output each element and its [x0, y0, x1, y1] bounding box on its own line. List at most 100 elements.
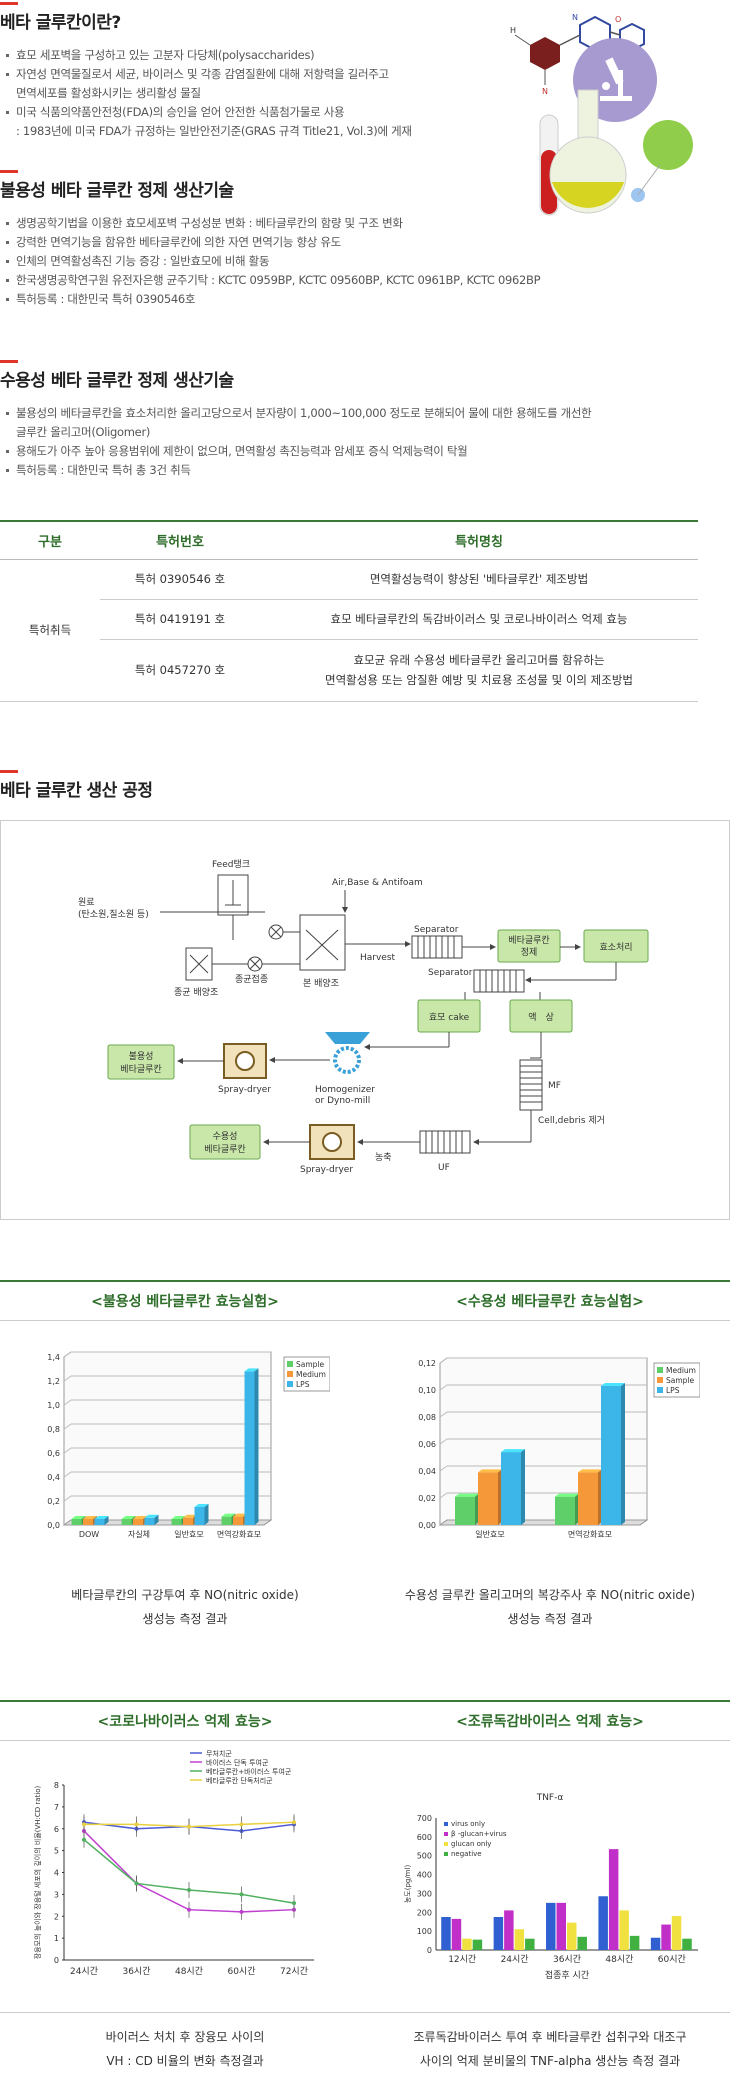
caption-line: 생성능 측정 결과: [507, 1612, 593, 1626]
legend-label: glucan only: [451, 1840, 491, 1848]
bar: [608, 1849, 619, 1950]
bar: [94, 1519, 105, 1525]
label-insoluble: 불용성: [129, 1051, 154, 1062]
y-tick-label: 0,06: [418, 1440, 436, 1449]
bar: [671, 1916, 682, 1950]
x-tick-label: 면역강화효모: [568, 1529, 612, 1539]
bar: [194, 1507, 205, 1525]
patent-number: 특허 0457270 호: [100, 639, 260, 702]
y-tick-label: 0,0: [47, 1521, 60, 1530]
y-tick-label: 0,2: [47, 1497, 60, 1506]
label-air: Air,Base & Antifoam: [332, 878, 423, 888]
legend-label: β -glucan+virus: [451, 1830, 507, 1838]
bar: [133, 1519, 143, 1525]
separator-1: [411, 935, 463, 959]
legend-swatch: [444, 1832, 448, 1836]
grid-line: [439, 1384, 448, 1391]
bullet-item: 강력한 면역기능을 함유한 베타글루칸에 의한 자연 면역기능 향상 유도: [6, 233, 540, 252]
patent-name: 효모 베타글루칸의 독감바이러스 및 코로나바이러스 억제 효능: [260, 599, 698, 640]
y-axis-label: 농도(pg/ml): [404, 1865, 412, 1904]
y-tick-label: 4: [54, 1869, 59, 1878]
bar-top: [501, 1449, 525, 1453]
data-point: [187, 1824, 191, 1829]
bar-top: [601, 1382, 625, 1386]
grid-line: [63, 1423, 72, 1430]
y-tick-label: 0,6: [47, 1449, 60, 1458]
y-tick-label: 0,04: [418, 1467, 436, 1476]
x-tick-label: 24시간: [501, 1954, 529, 1965]
box-insoluble: [107, 1044, 175, 1080]
y-tick-label: 1,4: [47, 1353, 60, 1362]
panel-title-insoluble: <불용성 베타글루칸 효능실험>: [91, 1294, 279, 1310]
bar-top: [83, 1516, 97, 1519]
bar-top: [478, 1469, 502, 1473]
col-header: 구분: [0, 520, 100, 560]
patent-name-line: 면역활성능력이 향상된 '베타글루칸' 제조방법: [369, 572, 589, 586]
group-cell: 특허취득: [0, 559, 100, 702]
caption-insoluble: 베타글루칸의 구강투여 후 NO(nitric oxide) 생성능 측정 결과: [20, 1583, 350, 1631]
box-beta-glucan-refine: [497, 929, 561, 963]
bar: [83, 1519, 93, 1525]
bullet-list-insoluble: 생명공학기법을 이용한 효모세포벽 구성성분 변화 : 베타글루칸의 함량 및 …: [6, 214, 541, 309]
y-tick-label: 0,4: [47, 1473, 60, 1482]
bullet-item: 효모 세포벽을 구성하고 있는 고분자 다당체(polysaccharides): [6, 46, 412, 65]
svg-text:O: O: [615, 15, 621, 24]
y-tick-label: 0,10: [418, 1386, 436, 1395]
y-tick-label: 7: [54, 1803, 59, 1812]
bar: [555, 1496, 575, 1525]
bar: [619, 1910, 629, 1950]
data-point: [239, 1892, 244, 1897]
series-line: [83, 1830, 295, 1913]
legend-swatch: [287, 1371, 293, 1377]
bar: [601, 1385, 621, 1525]
label-enzyme: 효소처리: [599, 941, 632, 953]
bar-top: [183, 1514, 197, 1518]
table-row: 특허 0457270 호 효모균 유래 수용성 베타글루칸 올리고머를 함유하는…: [0, 639, 698, 702]
separator-2: [473, 969, 525, 993]
patent-table: 구분 특허번호 특허명칭 특허취득 특허 0390546 호 면역활성능력이 향…: [0, 520, 698, 702]
grid-line: [439, 1492, 448, 1499]
y-tick-label: 500: [417, 1852, 432, 1861]
spray-dryer-2: [309, 1124, 355, 1160]
label-yeast-cake: 효모 cake: [429, 1012, 470, 1023]
y-tick-label: 700: [417, 1814, 432, 1823]
y-tick-label: 0,08: [418, 1413, 436, 1422]
bar: [525, 1938, 535, 1950]
y-tick-label: 5: [54, 1847, 59, 1856]
legend-swatch: [444, 1822, 448, 1826]
bar-side: [254, 1368, 259, 1525]
y-tick-label: 200: [417, 1908, 432, 1917]
data-point: [82, 1822, 86, 1827]
label-seed-culture: 종균 배양조: [174, 987, 218, 998]
bullet-item: 인체의 면역활성촉진 기능 증강 : 일반효모에 비해 활동: [6, 252, 540, 271]
bullet-item: 한국생명공학연구원 유전자은행 균주기탁 : KCTC 0959BP, KCTC…: [6, 271, 541, 290]
y-tick-label: 6: [54, 1825, 59, 1834]
legend-label: Sample: [666, 1376, 695, 1385]
bar: [221, 1516, 232, 1525]
bar-top: [221, 1513, 236, 1517]
label-uf: UF: [438, 1163, 450, 1173]
svg-text:H: H: [510, 26, 516, 35]
patent-name-line: 효모 베타글루칸의 독감바이러스 및 코로나바이러스 억제 효능: [330, 612, 628, 626]
section-title-insoluble: 불용성 베타 글루칸 정제 생산기술: [0, 170, 234, 201]
bar: [514, 1929, 525, 1950]
y-tick-label: 400: [417, 1871, 432, 1880]
caption-line: VH : CD 비율의 변화 측정결과: [106, 2054, 264, 2068]
bar: [462, 1938, 472, 1950]
divider: [0, 1320, 730, 1321]
label-homogenizer: Homogenizer: [315, 1085, 375, 1095]
y-tick-label: 0: [54, 1956, 59, 1965]
svg-text:N: N: [572, 13, 578, 22]
section-title-soluble: 수용성 베타 글루칸 정제 생산기술: [0, 360, 234, 391]
data-point: [292, 1901, 296, 1906]
label-raw-material-sub: (탄소원,질소원 등): [78, 908, 149, 920]
label-bg-refine-sub: 정제: [521, 947, 538, 958]
caption-corona: 바이러스 처치 후 장융모 사이의 VH : CD 비율의 변화 측정결과: [20, 2025, 350, 2073]
x-tick-label: 일반효모: [475, 1530, 504, 1539]
spray-dryer-1: [223, 1043, 267, 1079]
bullet-item: 불용성의 베타글루칸을 효소처리한 올리고당으로서 분자량이 1,000~100…: [6, 404, 592, 423]
x-tick-label: 36시간: [553, 1954, 581, 1965]
legend-label: negative: [451, 1850, 482, 1858]
panel-title-avian-flu: <조류독감바이러스 억제 효능>: [456, 1714, 644, 1730]
